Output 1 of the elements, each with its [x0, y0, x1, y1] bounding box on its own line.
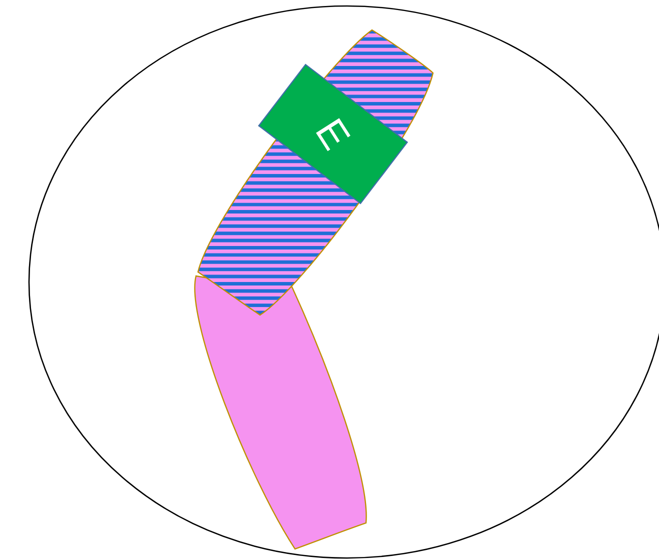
- ellipse-outline: [28, 5, 659, 559]
